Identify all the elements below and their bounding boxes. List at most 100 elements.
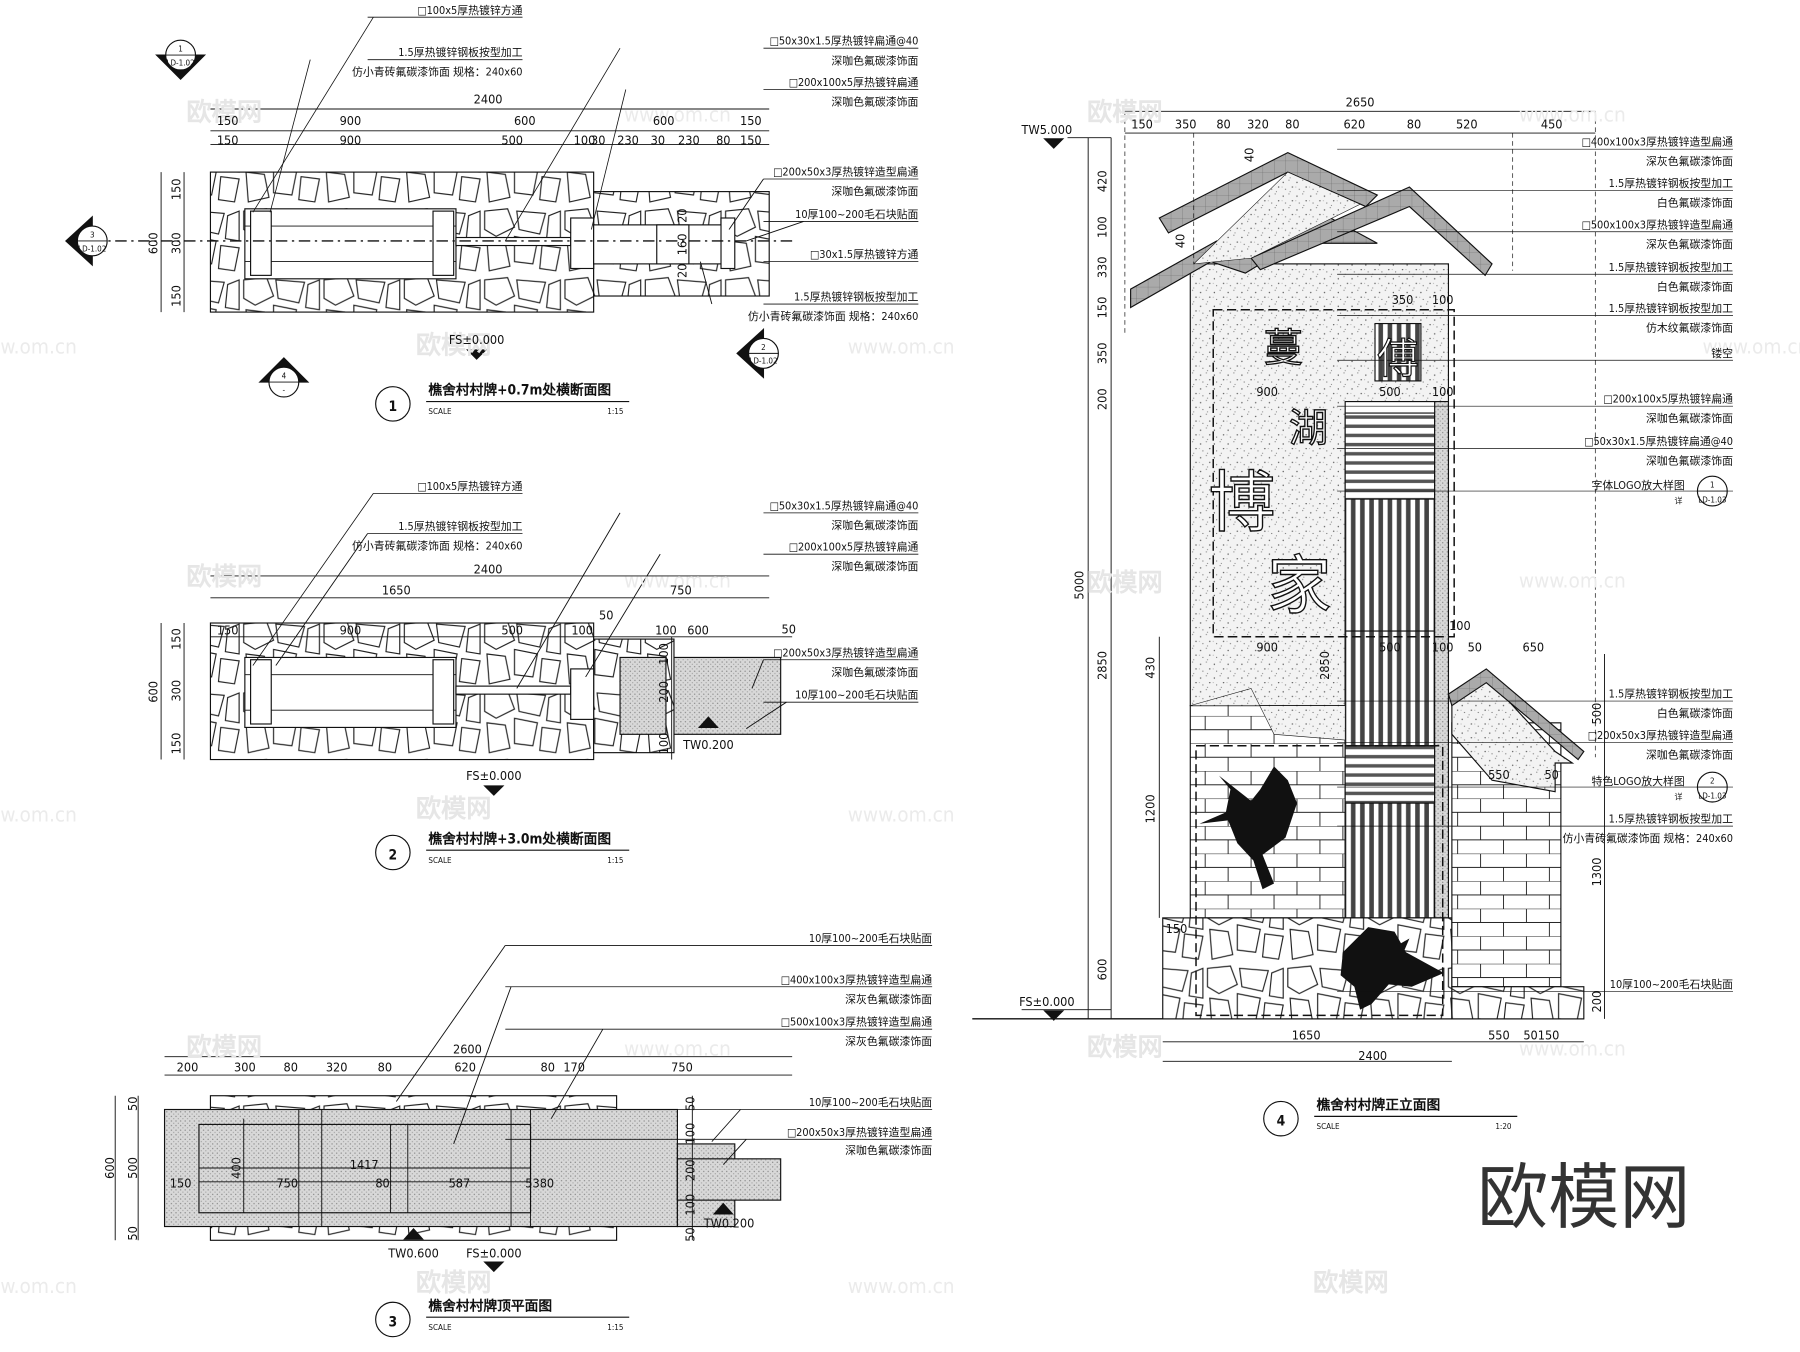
dimension-label: 20: [675, 264, 690, 278]
annotation-note: 深咖色氟碳漆饰面: [831, 53, 918, 67]
dimension-label: 620: [454, 1060, 476, 1075]
annotation-note: 深灰色氟碳漆饰面: [845, 1034, 932, 1048]
annotation-note: □400x100x3厚热镀锌造型扁通: [1582, 135, 1734, 149]
annotation-note: 1.5厚热镀锌钢板按型加工: [794, 290, 918, 304]
dimension-label: 100: [571, 622, 593, 637]
dimension-label: 50: [1544, 767, 1558, 782]
level-label: TW5.000: [1021, 122, 1073, 137]
annotation-note: 深咖色氟碳漆饰面: [831, 518, 918, 532]
line: [746, 221, 804, 242]
line: [516, 512, 621, 689]
line: [751, 659, 764, 689]
line: [699, 261, 713, 305]
view-number-circle: [1263, 1100, 1299, 1137]
annotation-note: □200x50x3厚热镀锌造型扁通: [773, 645, 918, 659]
line: [395, 945, 506, 1102]
annotation-note: □200x50x3厚热镀锌造型扁通: [787, 1125, 932, 1139]
line: [275, 533, 369, 666]
section-ref-number: 3: [90, 231, 95, 240]
dimension-label: 300: [169, 232, 184, 254]
dimension-label: 150: [740, 133, 762, 148]
section-ref-number: 4: [282, 372, 287, 381]
watermark: 欧模网: [1087, 97, 1163, 126]
dimension-label: 200: [1095, 388, 1110, 410]
annotation-note: 1.5厚热镀锌钢板按型加工: [1609, 260, 1733, 274]
annotation-note: 深咖色氟碳漆饰面: [1646, 454, 1733, 468]
dimension-label: 50: [599, 608, 613, 623]
scale-label: SCALE: [1316, 1122, 1340, 1131]
level-label: FS±0.000: [1019, 994, 1074, 1009]
annotation-note: 1.5厚热镀锌钢板按型加工: [398, 45, 522, 59]
flat-tube: [720, 217, 736, 270]
annotation-note: 仿小青砖氟碳漆饰面 规格：240x60: [748, 309, 919, 323]
flat-tube: [570, 668, 595, 720]
annotation-note: □500x100x3厚热镀锌造型扁通: [781, 1015, 933, 1029]
scale-value: 1:15: [607, 856, 623, 865]
dimension-label: 150: [169, 733, 184, 755]
vertical-slats: [1344, 498, 1436, 632]
dimension-label: 50: [125, 1226, 140, 1240]
annotation-note: 仿木纹氟碳漆饰面: [1646, 321, 1733, 335]
annotation-note: □50x30x1.5厚热镀锌扁通@40: [1584, 434, 1733, 448]
dimension-label: 550: [1488, 767, 1510, 782]
view-title: 樵舍村村牌正立面图: [1316, 1096, 1440, 1113]
watermark-url: www.om.cn: [0, 334, 77, 358]
line: [746, 701, 787, 729]
annotation-note: 仿小青砖氟碳漆饰面 规格：240x60: [352, 539, 523, 553]
sign-character: 蔓: [1264, 326, 1303, 371]
plaque-character: 傅: [1377, 335, 1418, 383]
horizontal-slats: [1344, 412, 1436, 500]
watermark-url: www.om.cn: [1519, 568, 1626, 592]
annotation-note: 1.5厚热镀锌钢板按型加工: [398, 519, 522, 533]
stucco-gable: [1192, 171, 1361, 265]
dimension-label: 40: [1241, 148, 1256, 162]
line: [722, 1139, 747, 1165]
steel-plate-box: [244, 208, 457, 280]
level-marker-icon: [483, 785, 505, 796]
dimension-label: 520: [1456, 117, 1478, 132]
scale-value: 1:15: [607, 1323, 623, 1332]
annotation-note: 深咖色氟碳漆饰面: [831, 665, 918, 679]
watermark-url: www.om.cn: [1702, 334, 1800, 358]
dimension-label: 5380: [525, 1176, 554, 1191]
level-marker-icon: [697, 716, 719, 728]
dimension-label: 550: [1488, 1028, 1510, 1043]
dimension-label: 50: [781, 621, 795, 636]
dimension-label: 2400: [1358, 1048, 1387, 1063]
dimension-label: 80: [284, 1060, 298, 1075]
scale-label: SCALE: [428, 856, 452, 865]
dimension-label: 2850: [1317, 651, 1332, 680]
section-ref-sheet: LD-1.02: [78, 244, 106, 253]
dimension-label: 900: [1256, 640, 1278, 655]
annotation-note: 白色氟碳漆饰面: [1657, 706, 1733, 720]
view-number: 4: [1277, 1114, 1286, 1130]
section-ref-sheet: LD-1.02: [166, 58, 194, 67]
square-tube: [432, 659, 455, 725]
roof-side: [1447, 668, 1585, 761]
dimension-label: 160: [675, 234, 690, 256]
watermark-url: www.om.cn: [624, 568, 731, 592]
watermark: 欧模网: [186, 1033, 262, 1062]
dimension-label: 1200: [1143, 794, 1158, 823]
watermark: 欧模网: [416, 1268, 492, 1297]
dimension-label: 150: [169, 285, 184, 307]
vertical-slats: [1344, 630, 1436, 747]
detail-ref-prefix: 详: [1674, 792, 1682, 802]
annotation-note: 10厚100~200毛石块贴面: [795, 207, 918, 221]
dimension-label: 5000: [1072, 571, 1087, 600]
annotation-note: □200x100x5厚热镀锌扁通: [789, 75, 919, 89]
dimension-label: 620: [1344, 117, 1366, 132]
dimension-label: 2850: [1095, 651, 1110, 680]
dimension-label: 80: [541, 1060, 555, 1075]
detail-ref-sheet: LD-1.03: [1698, 792, 1727, 801]
rect: [619, 656, 667, 735]
annotation-note: 深咖色氟碳漆饰面: [831, 95, 918, 109]
watermark: 欧模网: [416, 330, 492, 359]
annotation-note: 10厚100~200毛石块贴面: [1610, 977, 1733, 991]
dimension-label: 150: [169, 628, 184, 650]
annotation-note: 10厚100~200毛石块贴面: [809, 1095, 932, 1109]
dimension-label: 100: [656, 643, 671, 665]
dimension-label: 150: [1095, 297, 1110, 319]
dimension-label: 150: [217, 133, 239, 148]
watermark-url: www.om.cn: [1519, 103, 1626, 127]
